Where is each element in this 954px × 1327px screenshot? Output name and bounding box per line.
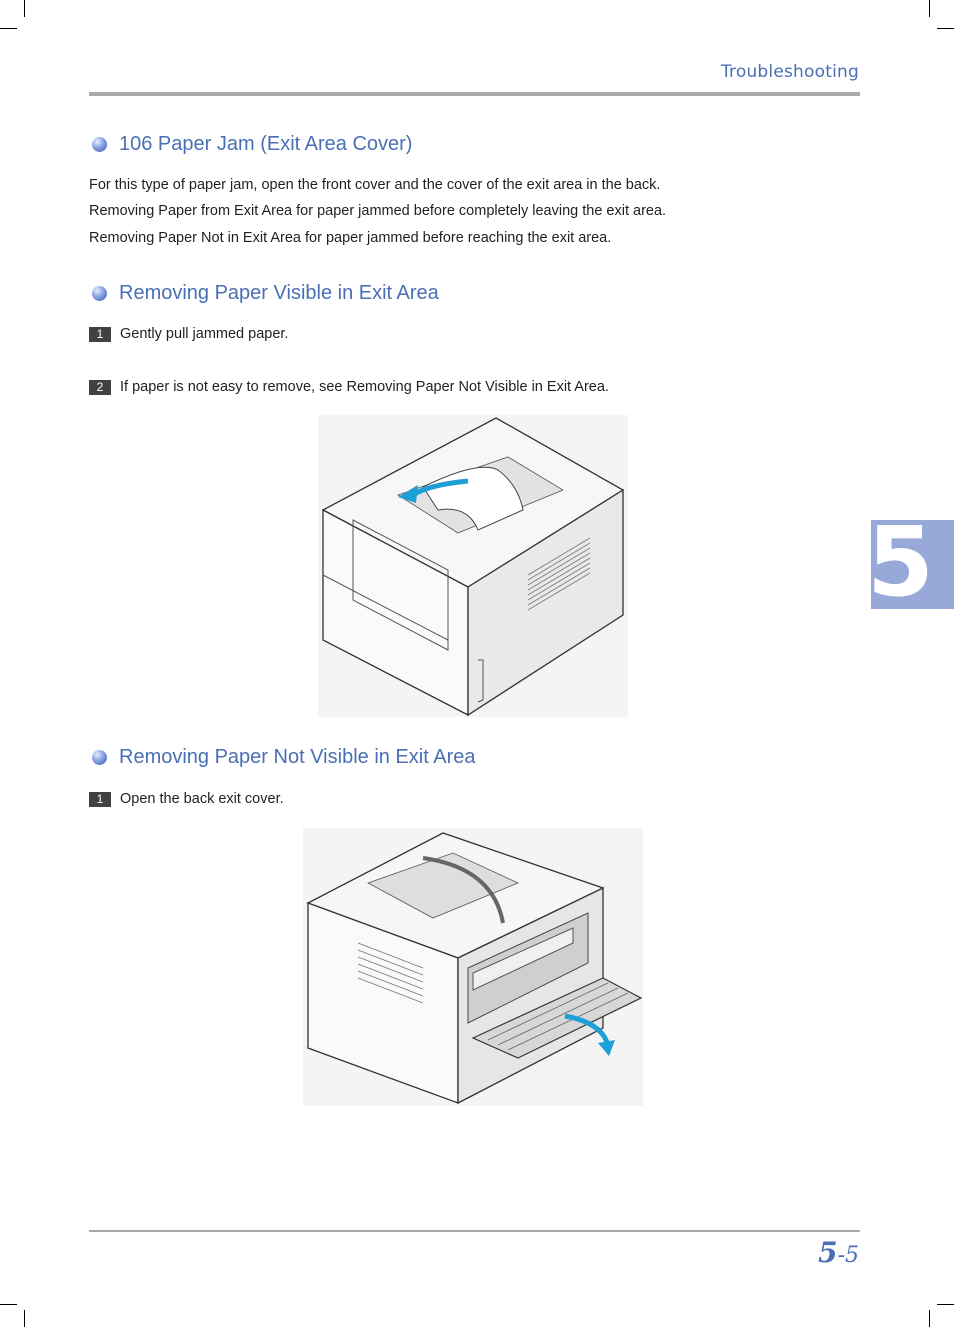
chapter-tab[interactable]: 5 <box>871 520 954 609</box>
step-text: If paper is not easy to remove, see Remo… <box>120 379 609 395</box>
crop-mark <box>929 0 930 17</box>
page-number-separator: - <box>837 1243 845 1268</box>
header-rule <box>89 92 860 96</box>
crop-mark <box>24 1310 25 1327</box>
section-heading-not-visible: Removing Paper Not Visible in Exit Area <box>92 746 475 769</box>
heading-bullet-icon <box>92 137 107 152</box>
section-heading-paper-jam: 106 Paper Jam (Exit Area Cover) <box>92 133 412 156</box>
step-number-badge: 1 <box>89 791 111 807</box>
section-heading-text: Removing Paper Not Visible in Exit Area <box>119 746 476 768</box>
section-heading-visible: Removing Paper Visible in Exit Area <box>92 282 439 305</box>
page-number: 5-5 <box>818 1236 859 1269</box>
crop-mark <box>0 1304 17 1305</box>
printer-open-back-cover-illustration <box>303 828 643 1106</box>
page-number-chapter: 5 <box>818 1236 838 1269</box>
step-item: 1 Open the back exit cover. <box>89 791 284 807</box>
heading-bullet-icon <box>92 286 107 301</box>
page-number-page: 5 <box>845 1243 859 1268</box>
chapter-tab-number: 5 <box>871 520 934 609</box>
intro-paragraph: For this type of paper jam, open the fro… <box>89 177 661 193</box>
step-number-badge: 1 <box>89 326 111 342</box>
crop-mark <box>937 1304 954 1305</box>
printer-pull-paper-illustration <box>318 415 628 717</box>
crop-mark <box>929 1310 930 1327</box>
crop-mark <box>937 28 954 29</box>
step-number-badge: 2 <box>89 379 111 395</box>
heading-bullet-icon <box>92 750 107 765</box>
section-heading-text: 106 Paper Jam (Exit Area Cover) <box>119 133 413 155</box>
footer-rule <box>89 1230 860 1232</box>
crop-mark <box>0 28 17 29</box>
section-heading-text: Removing Paper Visible in Exit Area <box>119 282 439 304</box>
step-item: 2 If paper is not easy to remove, see Re… <box>89 379 609 395</box>
running-header: Troubleshooting <box>720 62 859 82</box>
crop-mark <box>24 0 25 17</box>
step-text: Gently pull jammed paper. <box>120 326 289 342</box>
intro-paragraph: Removing Paper from Exit Area for paper … <box>89 203 667 219</box>
step-item: 1 Gently pull jammed paper. <box>89 326 288 342</box>
step-text: Open the back exit cover. <box>120 791 284 807</box>
intro-paragraph: Removing Paper Not in Exit Area for pape… <box>89 230 612 246</box>
